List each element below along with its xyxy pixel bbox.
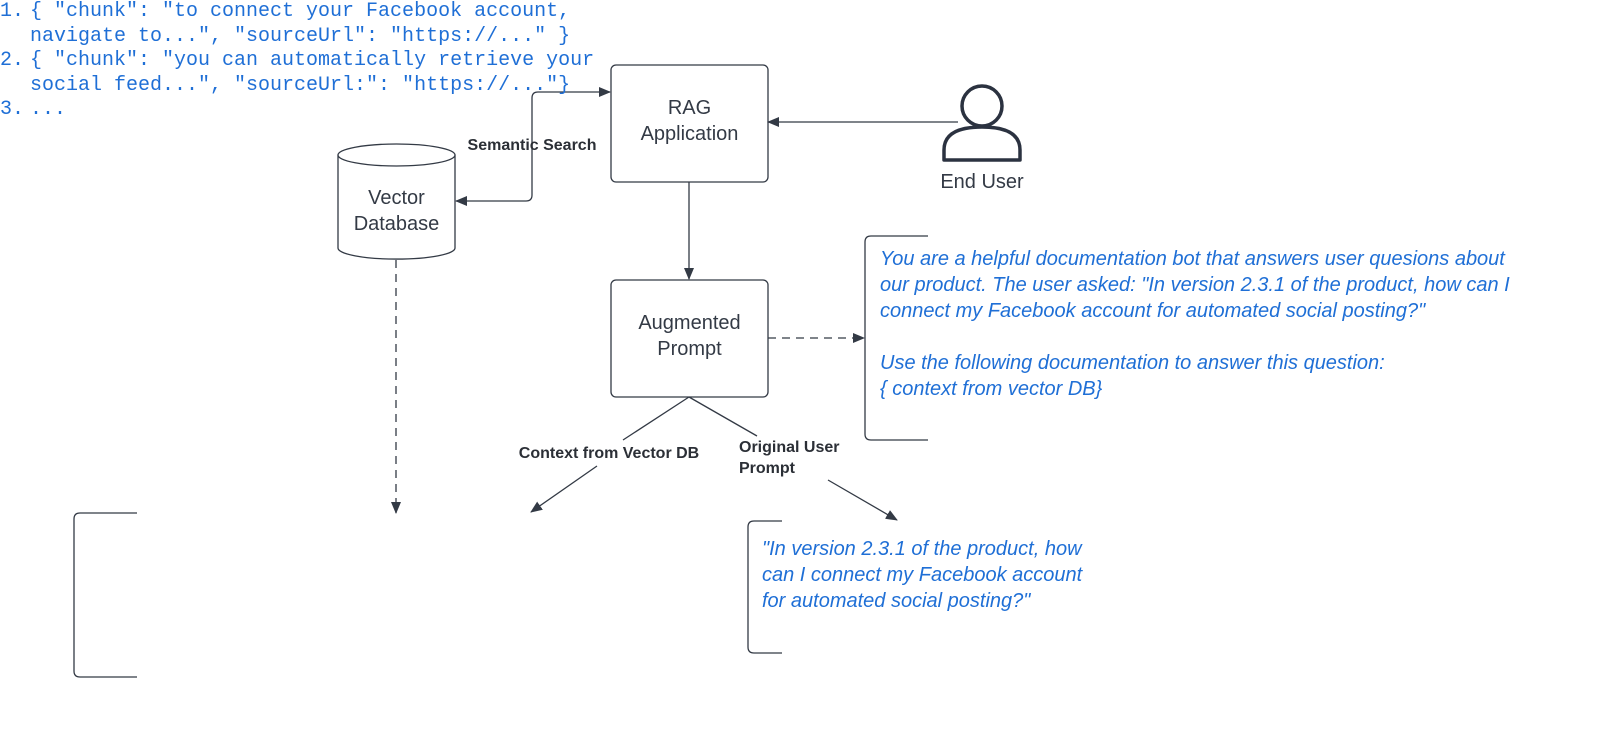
user-icon bbox=[942, 84, 1022, 162]
vector-database-node: Vector Database bbox=[337, 143, 456, 260]
chunk-number: 3. bbox=[0, 98, 25, 121]
chunk-text: { "chunk": "to connect your Facebook acc… bbox=[30, 0, 571, 48]
chunk-text: { "chunk": "you can automatically retrie… bbox=[30, 49, 595, 97]
chunk-text: ... bbox=[30, 98, 67, 121]
chunk-item: 1.{ "chunk": "to connect your Facebook a… bbox=[0, 0, 640, 49]
edge-augmented-to-chunks bbox=[531, 396, 690, 512]
original-prompt-label-line1: Original User bbox=[739, 439, 839, 456]
context-from-db-label: Context from Vector DB bbox=[519, 445, 699, 462]
chunk-number: 2. bbox=[0, 49, 25, 72]
vector-database-label-line2: Database bbox=[354, 213, 440, 235]
augmented-prompt-label-line2: Prompt bbox=[657, 338, 722, 360]
chunks-note-bracket bbox=[73, 512, 137, 678]
chunk-item: 3.... bbox=[0, 98, 640, 123]
end-user-label: End User bbox=[940, 171, 1024, 193]
edge-augmented-to-user-prompt bbox=[688, 396, 897, 520]
system-prompt-note: You are a helpful documentation bot that… bbox=[880, 246, 1520, 402]
rag-application-node: RAG Application bbox=[610, 64, 769, 183]
edge-semantic-search-to-db bbox=[455, 150, 533, 206]
original-prompt-label-line2: Prompt bbox=[739, 460, 796, 477]
user-prompt-text: "In version 2.3.1 of the product, how ca… bbox=[762, 538, 1083, 612]
end-user-node: End User bbox=[940, 84, 1024, 193]
rag-application-label-line1: RAG bbox=[668, 97, 711, 119]
chunk-item: 2.{ "chunk": "you can automatically retr… bbox=[0, 49, 640, 98]
chunk-number: 1. bbox=[0, 0, 25, 23]
augmented-prompt-label-line1: Augmented bbox=[638, 312, 740, 334]
system-prompt-note-bracket bbox=[864, 235, 928, 441]
user-prompt-note: "In version 2.3.1 of the product, how ca… bbox=[762, 536, 1092, 614]
user-prompt-note-bracket bbox=[747, 520, 782, 654]
context-chunks-note: 1.{ "chunk": "to connect your Facebook a… bbox=[0, 0, 640, 123]
augmented-prompt-node: Augmented Prompt bbox=[610, 279, 769, 398]
system-prompt-text: You are a helpful documentation bot that… bbox=[880, 248, 1510, 400]
edge-semantic-search-to-rag bbox=[531, 87, 611, 150]
vector-database-label-line1: Vector bbox=[368, 187, 425, 209]
semantic-search-label: Semantic Search bbox=[468, 137, 597, 154]
rag-application-label-line2: Application bbox=[641, 123, 739, 145]
